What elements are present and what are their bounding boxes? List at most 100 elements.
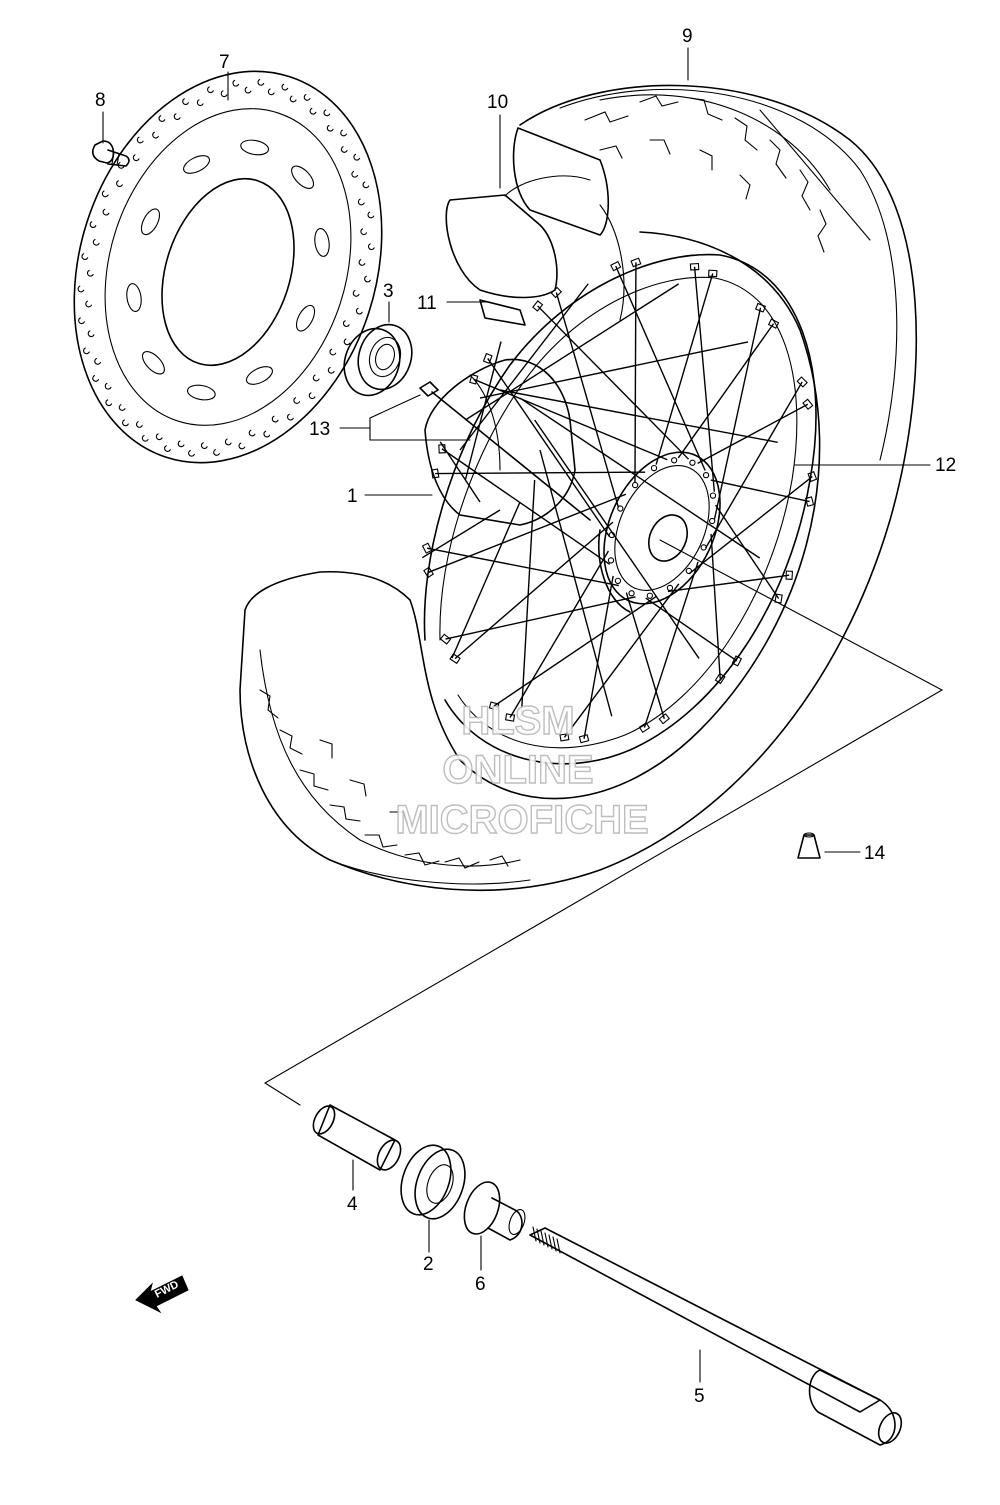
- callout-5: 5: [694, 1386, 705, 1407]
- axle-collar[interactable]: [458, 1177, 528, 1241]
- disc-slot: [140, 208, 161, 236]
- disc-hole: [196, 99, 204, 107]
- spoke: [563, 583, 680, 738]
- spoke-nipple-end: [578, 734, 590, 744]
- tread-block: [329, 804, 361, 822]
- tread-block: [404, 852, 440, 866]
- spoke: [714, 504, 780, 599]
- disc-hole: [92, 375, 99, 382]
- tread-block: [299, 769, 329, 791]
- wheel-hub[interactable]: [424, 358, 743, 622]
- spoke-nipple[interactable]: [419, 381, 591, 521]
- spokes[interactable]: [421, 257, 818, 744]
- disc-slot: [126, 283, 142, 312]
- bearing-right[interactable]: [392, 1138, 474, 1225]
- spoke: [537, 305, 690, 460]
- spoke: [421, 509, 501, 559]
- hub-hole: [607, 557, 615, 564]
- tread-block: [489, 855, 509, 867]
- spoke-nipple-end: [689, 262, 700, 271]
- rim[interactable]: [423, 253, 817, 765]
- hub-hole: [628, 590, 635, 597]
- spoke: [493, 595, 658, 707]
- disc-hole: [78, 317, 85, 325]
- disc-slot: [291, 165, 315, 189]
- disc-hole: [263, 430, 271, 438]
- spoke-nipple-end: [504, 713, 516, 722]
- disc-slot: [183, 155, 211, 174]
- callout-labels: 7 8 3 9 10 11 13 1 12 14 4 2 6 5: [95, 26, 956, 1407]
- disc-hole: [323, 109, 331, 117]
- spoke: [583, 575, 614, 739]
- spoke: [439, 441, 481, 503]
- disc-hole: [358, 259, 366, 266]
- tread-block: [639, 95, 679, 107]
- spoke: [445, 596, 636, 640]
- disc-hole: [200, 442, 208, 449]
- disc-hole: [155, 433, 163, 441]
- bearing-left[interactable]: [336, 318, 420, 403]
- disc-hole: [351, 170, 359, 178]
- tread-block: [799, 169, 811, 211]
- disc-slot: [240, 139, 270, 156]
- brake-disc[interactable]: [25, 31, 430, 503]
- disc-hole: [87, 330, 95, 338]
- rim-band[interactable]: [479, 299, 526, 326]
- disc-hole: [367, 211, 375, 219]
- watermark-line-3: MICROFICHE: [395, 798, 648, 842]
- disc-hole: [364, 275, 371, 283]
- disc-hole: [164, 445, 171, 452]
- valve-cap[interactable]: [797, 832, 821, 859]
- callout-12: 12: [935, 455, 956, 476]
- disc-hole: [213, 449, 220, 456]
- tread-block: [599, 145, 623, 159]
- spoke: [704, 381, 803, 549]
- hub-hole: [709, 517, 716, 525]
- tread-block: [279, 729, 303, 755]
- disc-slot: [245, 366, 273, 385]
- disc-hole: [207, 86, 214, 94]
- disc-bolt[interactable]: [91, 140, 130, 167]
- hub-hole: [646, 592, 653, 599]
- disc-hole: [94, 358, 102, 365]
- inner-tube[interactable]: [445, 175, 591, 299]
- disc-hole: [132, 154, 140, 162]
- hub-hole: [614, 577, 622, 584]
- disc-hole: [102, 208, 110, 216]
- spoke-nipple-end: [439, 633, 452, 645]
- axle-spacer[interactable]: [309, 1103, 405, 1174]
- disc-hole: [135, 421, 143, 428]
- disc-hole: [353, 153, 361, 161]
- spoke: [534, 419, 700, 659]
- spoke-nipple-end: [796, 376, 808, 388]
- disc-hole: [340, 146, 348, 153]
- spoke: [464, 341, 502, 481]
- spoke-nipple-end: [638, 722, 651, 733]
- disc-slot: [314, 228, 330, 257]
- spoke-nipple-end: [423, 566, 435, 579]
- front-axle[interactable]: [529, 1226, 906, 1447]
- watermark: HLSM ONLINE MICROFICHE: [395, 698, 650, 842]
- disc-hole: [248, 429, 256, 437]
- callout-11: 11: [417, 293, 437, 314]
- tread-block: [689, 97, 723, 121]
- disc-hole: [118, 404, 126, 411]
- tread-block: [389, 811, 409, 825]
- spoke: [655, 273, 714, 465]
- tire[interactable]: [239, 84, 918, 892]
- disc-hole: [355, 307, 363, 315]
- forward-arrow-icon: FWD: [135, 1275, 189, 1314]
- disc-hole: [327, 366, 335, 374]
- hub-hole: [689, 459, 696, 466]
- disc-hole: [362, 181, 370, 189]
- disc-hole: [326, 124, 334, 132]
- disc-hole: [309, 107, 317, 115]
- disc-hole: [85, 300, 93, 308]
- spoke: [426, 547, 619, 587]
- spoke: [435, 471, 646, 475]
- spoke: [710, 479, 810, 503]
- spoke: [643, 561, 699, 728]
- spoke-nipple-end: [805, 496, 815, 507]
- spoke-nipple-end: [488, 701, 500, 711]
